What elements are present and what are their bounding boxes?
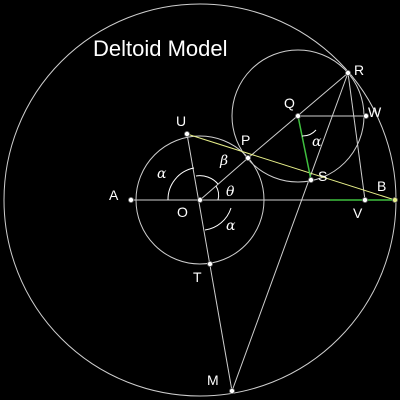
point-s: [307, 176, 314, 183]
diagram-title: Deltoid Model: [93, 36, 228, 61]
label-b: B: [377, 178, 386, 194]
point-r: [344, 70, 351, 77]
point-q: [294, 113, 301, 120]
label-a: A: [109, 187, 119, 203]
point-m: [228, 387, 235, 394]
line-r-v: [347, 72, 366, 201]
label-o: O: [177, 204, 188, 220]
line-m-r: [231, 72, 349, 392]
point-a: [127, 196, 134, 203]
label-p: P: [241, 132, 250, 148]
angle-arc-theta: [215, 185, 220, 201]
label-t: T: [193, 269, 202, 285]
segment-q-s: [297, 115, 312, 181]
angle-label-beta: β: [219, 153, 228, 169]
line-o-p: [199, 157, 249, 201]
angle-arc-beta: [195, 175, 219, 185]
angle-arc-alpha-left: [167, 167, 195, 201]
label-m: M: [207, 372, 219, 388]
point-t: [206, 260, 213, 267]
label-u: U: [176, 113, 186, 129]
point-v: [361, 196, 368, 203]
angle-arc-alpha-small: [301, 129, 317, 137]
angle-label-theta: θ: [226, 184, 235, 200]
label-s: S: [318, 168, 327, 184]
point-p: [244, 154, 251, 161]
angle-label-alpha-bottom: α: [226, 218, 236, 234]
label-v: V: [353, 205, 363, 221]
label-w: W: [368, 104, 382, 120]
label-q: Q: [284, 95, 295, 111]
point-u: [183, 130, 190, 137]
point-b: [391, 196, 398, 203]
point-w: [362, 113, 369, 120]
tangent-line-u-s: [186, 133, 396, 201]
angle-arc-alpha-bottom: [204, 207, 232, 231]
label-r: R: [354, 62, 364, 78]
point-o: [196, 196, 203, 203]
angle-label-alpha-left: α: [157, 166, 167, 182]
angle-label-alpha-small: α: [312, 134, 322, 150]
